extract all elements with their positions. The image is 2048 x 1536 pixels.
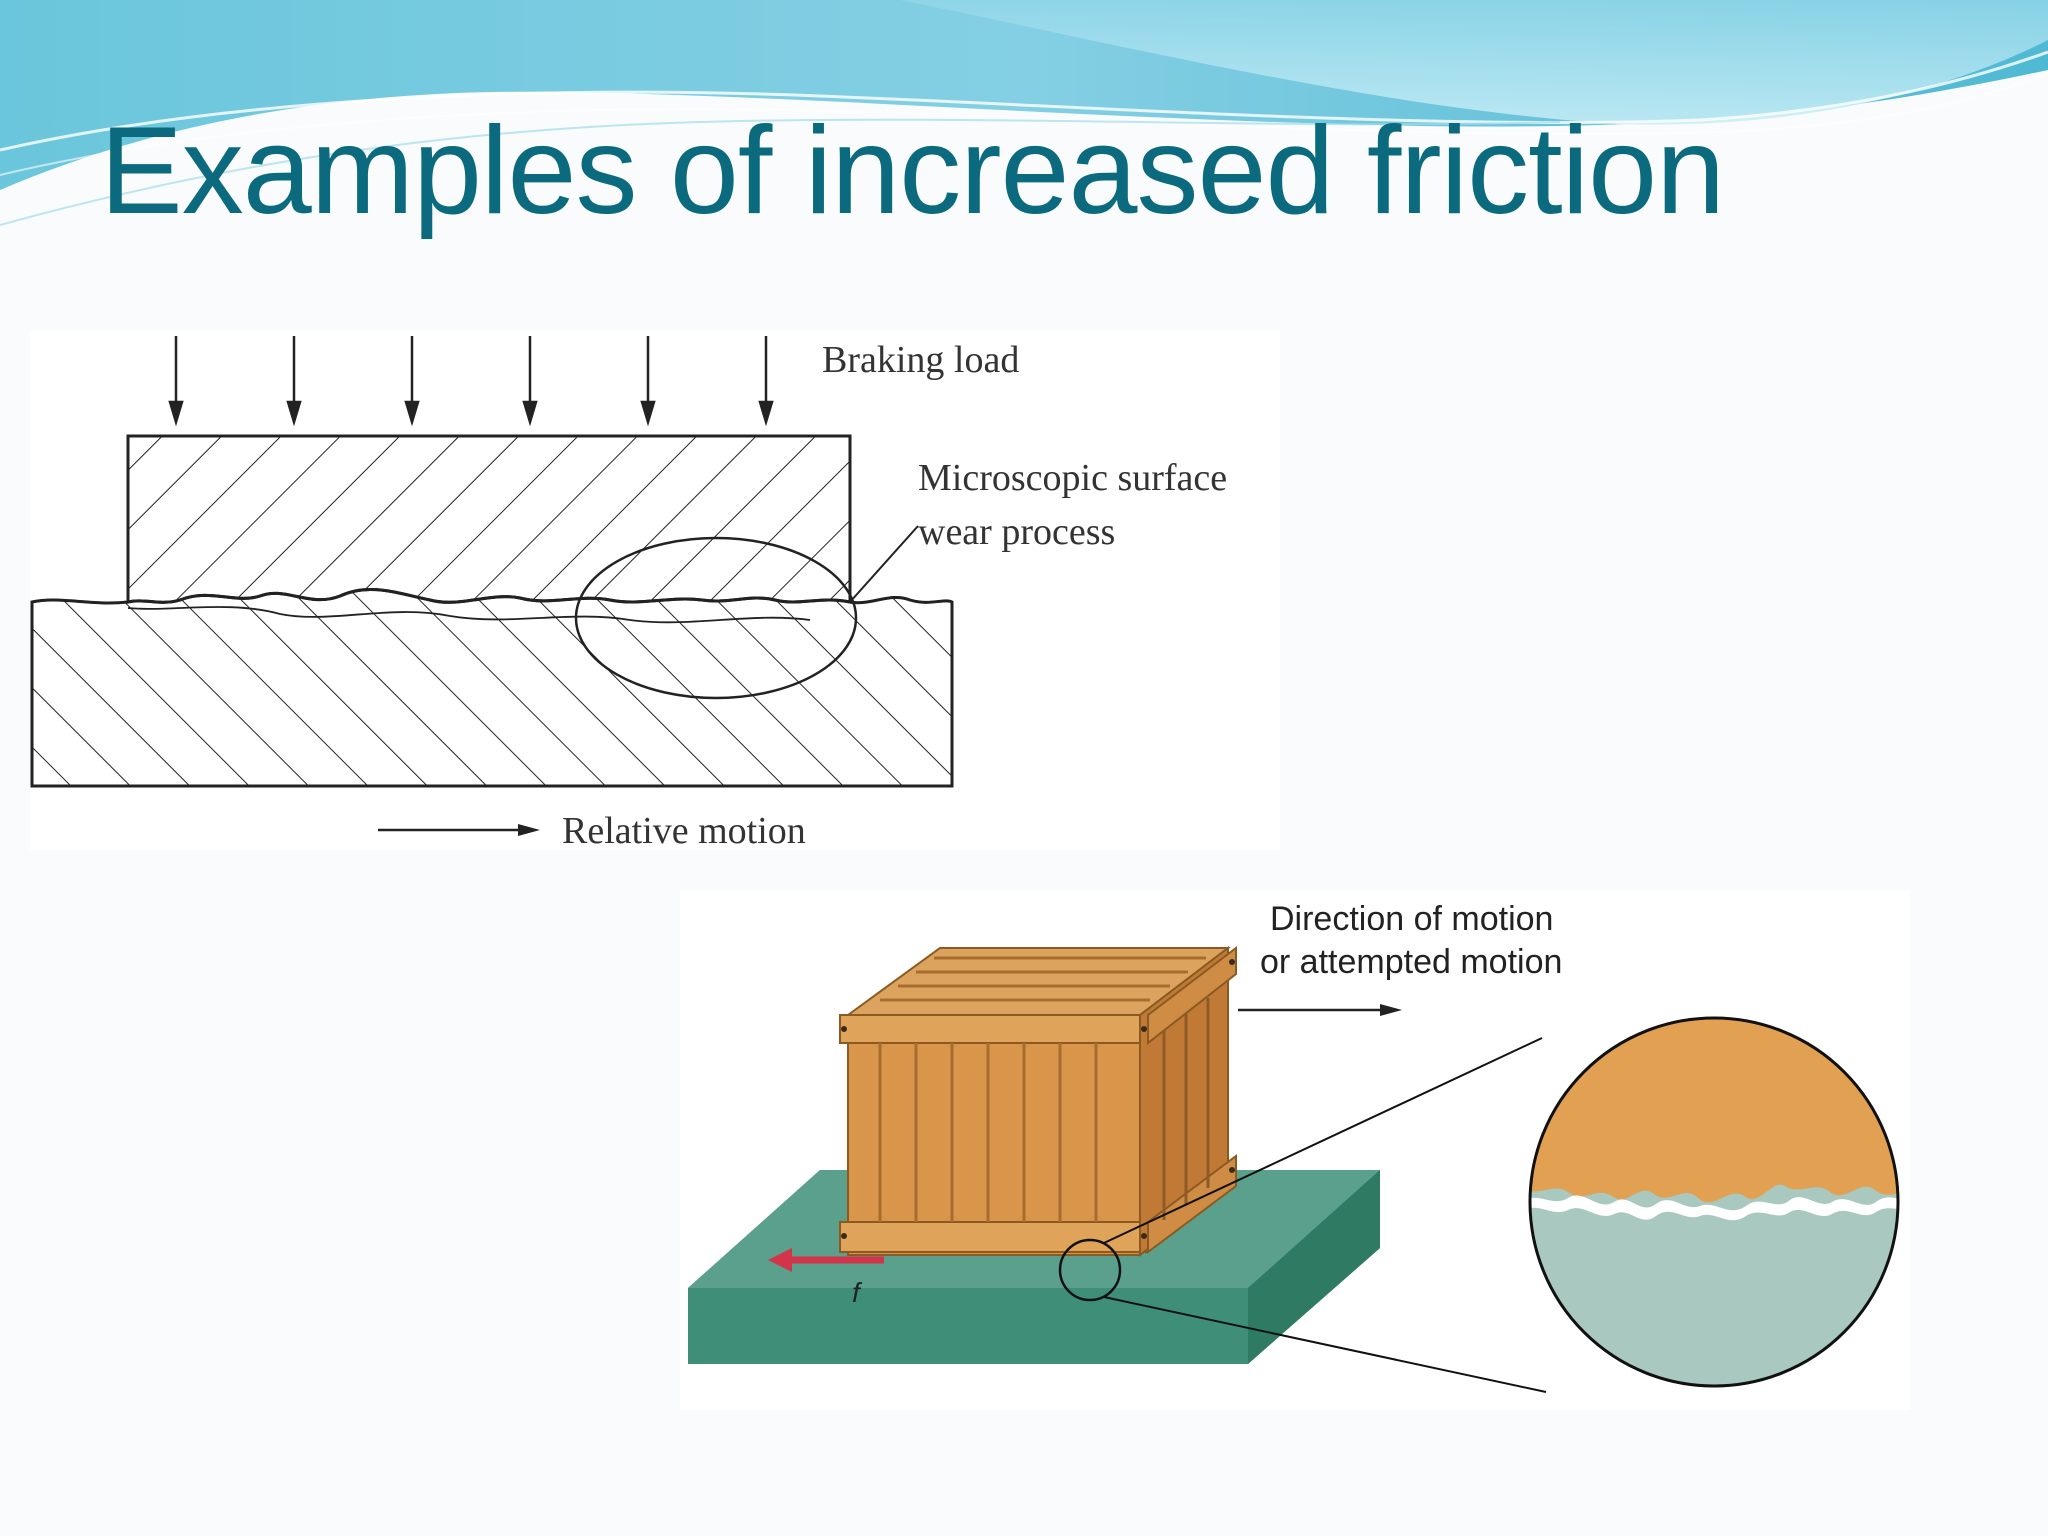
friction-symbol: f — [852, 1277, 863, 1308]
wear-label-line2: wear process — [918, 511, 1115, 553]
wear-label-line1: Microscopic surface — [918, 457, 1227, 499]
header-wave-decoration — [0, 0, 2048, 226]
magnified-surface-view — [1528, 1016, 1900, 1388]
contact-spot-circle — [1058, 1238, 1122, 1302]
direction-label-line2: or attempted motion — [1260, 943, 1562, 981]
direction-of-motion-arrow — [1238, 1004, 1402, 1016]
wooden-crate — [839, 945, 1237, 1258]
direction-label-line1: Direction of motion — [1270, 900, 1553, 938]
surface-wear-diagram: Braking load Microscopic surface wear pr… — [30, 330, 1280, 850]
upper-block — [126, 434, 852, 604]
wear-zone-ellipse — [574, 536, 858, 700]
braking-load-arrows — [168, 336, 774, 427]
relative-motion-label: Relative motion — [562, 810, 806, 850]
braking-load-label: Braking load — [822, 339, 1019, 381]
slide-title: Examples of increased friction — [100, 102, 1725, 240]
friction-force-arrow — [768, 1248, 884, 1272]
crate-friction-diagram: Direction of motion or attempted motion … — [680, 890, 1910, 1410]
relative-motion-arrow — [378, 824, 540, 836]
